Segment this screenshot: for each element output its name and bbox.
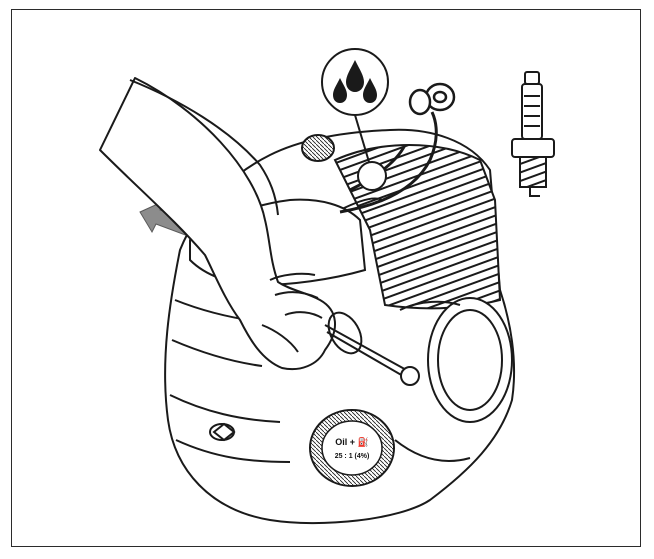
choke-lever xyxy=(210,424,234,440)
fuel-cap-label-line1: Oil + ⛽ xyxy=(335,436,368,447)
spark-plug-icon xyxy=(512,72,554,196)
primer-bulb xyxy=(302,135,334,161)
fuel-tank-cap: Oil + ⛽ 25 : 1 (4%) xyxy=(310,410,394,486)
spark-plug-cap xyxy=(410,84,454,114)
fuel-cap-label-line2: 25 : 1 (4%) xyxy=(335,453,370,460)
